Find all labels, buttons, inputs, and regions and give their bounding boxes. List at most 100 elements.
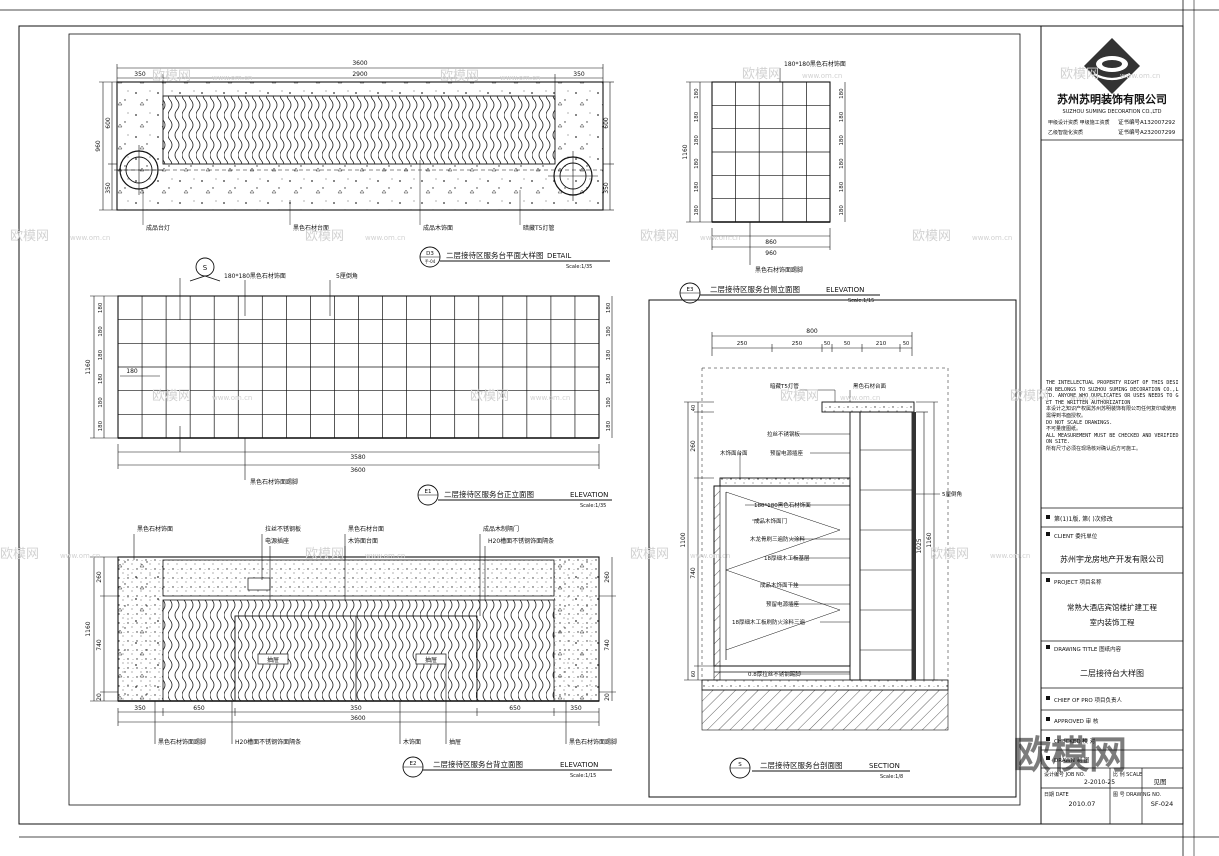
side-dim-left-total: 1160 (682, 144, 689, 159)
table-lamp-left-icon (114, 145, 164, 195)
section-dim-top-5: 210 (876, 341, 887, 347)
front-dim-bottom-1: 3580 (350, 454, 365, 461)
project-label: PROJECT 项目名称 (1054, 578, 1102, 586)
section-label-socket-2: 预留电源插座 (766, 600, 800, 608)
svg-text:E3: E3 (687, 287, 694, 293)
front-dim-left: 180 (98, 349, 104, 360)
back-title: 二层接待区服务台背立面图 (433, 759, 523, 769)
watermark-brand: 欧模网 (742, 67, 781, 82)
watermark-url: www.om.cn (212, 394, 252, 402)
plan-view: 3600 350 2900 350 960 600 350 600 350 成品… (95, 60, 614, 270)
watermark-url: www.om.cn (690, 552, 730, 560)
job-no: 2-2010-25 (1084, 779, 1115, 786)
company-logo (1084, 38, 1140, 94)
back-dim-left-3: 20 (96, 693, 103, 701)
front-label-corner: 5厘倒角 (336, 272, 358, 280)
notice-cn: 本设计之知识产权属苏州苏明装饰有限公司任何复印或使用需得到书面授权。 (1046, 406, 1177, 419)
front-title-badge: E1 (417, 484, 439, 506)
scale-value: 见图 (1154, 778, 1167, 786)
verify-cn: 所有尺寸必须在现场核对确认后方可施工。 (1046, 445, 1142, 452)
side-title: 二层接待区服务台侧立面图 (710, 284, 800, 294)
section-label-board: 18厚细木工板基层 (764, 554, 810, 562)
side-title-en: ELEVATION (826, 286, 864, 294)
front-dim-right: 180 (606, 420, 612, 431)
watermark-brand: 欧模网 (152, 69, 191, 84)
front-scale: Scale:1/35 (580, 503, 606, 509)
cert1-no: 证书编号A132007292 (1118, 118, 1175, 126)
back-dim-left-2: 740 (96, 639, 103, 651)
front-dim-left: 180 (98, 326, 104, 337)
section-label-tile: 180*180黑色石材饰面 (754, 501, 811, 509)
front-dim-left: 180 (98, 373, 104, 384)
side-dim-left: 180 (694, 181, 700, 192)
front-dim-inner: 180 (126, 368, 138, 375)
section-dim-left-total: 1100 (680, 532, 687, 547)
section-title: 二层接待区服务台剖面图 (760, 760, 843, 770)
front-dim-bottom-2: 3600 (350, 467, 365, 474)
front-dim-right: 180 (606, 397, 612, 408)
date-value: 2010.07 (1069, 800, 1096, 808)
watermark-url: www.om.cn (365, 552, 405, 560)
section-dim-right-2: 1160 (926, 532, 933, 547)
section-label-socket-1: 预留电源插座 (770, 449, 804, 457)
back-elevation: 抽屉 抽屉 黑色石材饰面 拉丝不锈钢板 (85, 525, 617, 779)
job-no-label: 设计编号 JOB NO. (1044, 771, 1085, 778)
section-dim-left-2: 260 (690, 440, 697, 452)
side-dim-right: 180 (839, 181, 845, 192)
watermark-brand: 欧模网 (630, 547, 669, 562)
back-top-label-6: 成品木制隔门 (483, 525, 519, 533)
side-scale: Scale:1/15 (848, 298, 874, 304)
back-dim-bottom-2: 650 (193, 705, 205, 712)
watermark-url: www.om.cn (1120, 72, 1160, 80)
back-top-label-2: 拉丝不锈钢板 (265, 525, 301, 533)
watermark-url: www.om.cn (972, 234, 1012, 242)
back-top-label-5: 木饰面台面 (348, 537, 378, 545)
back-dim-right-3: 20 (604, 693, 611, 701)
front-dim-left: 180 (98, 420, 104, 431)
side-dim-bottom-1: 860 (765, 239, 777, 246)
section-dim-top-4: 50 (844, 341, 850, 347)
back-dim-bottom-1: 350 (134, 705, 146, 712)
verify-en: ALL MEASUREMENT MUST BE CHECKED AND VERI… (1046, 432, 1179, 446)
plan-title-badge: D3 手-04 (419, 246, 441, 268)
side-top-label: 180*180黑色石材饰面 (784, 60, 846, 68)
watermark-url: www.om.cn (70, 234, 110, 242)
section-label-hang: 成品木饰面干挂 (760, 581, 799, 589)
plan-label-light: 暗藏T5灯管 (523, 224, 554, 232)
drawing-no: SF-024 (1151, 800, 1174, 808)
section-dim-top-3: 50 (824, 341, 830, 347)
section-label-fire: 18厚细木工板刷防火涂料三遍 (732, 618, 805, 626)
front-title: 二层接待区服务台正立面图 (444, 489, 534, 499)
section-dim-top-total: 800 (806, 328, 818, 335)
side-title-badge: E3 (679, 282, 701, 304)
side-dim-right: 180 (839, 111, 845, 122)
section-dim-top-6: 50 (903, 341, 909, 347)
plan-dim-left-2: 350 (105, 182, 112, 194)
watermark-url: www.om.cn (802, 72, 842, 80)
title-block: 苏州苏明装饰有限公司 SUZHOU SUMING DECORATION CO.,… (1041, 38, 1183, 824)
section-dim-left-3: 740 (690, 567, 697, 579)
back-dim-total: 3600 (350, 715, 365, 722)
cert1-label: 甲级设计资质 甲级施工资质 (1048, 119, 1110, 126)
front-bottom-label: 黑色石材饰面踢脚 (250, 478, 298, 486)
revision: 第(1)1版, 第( )次修改 (1054, 515, 1113, 523)
plan-dim-right-2: 350 (603, 182, 610, 194)
table-lamp-right-icon (548, 151, 598, 201)
watermark-brand: 欧模网 (470, 389, 509, 404)
side-dim-left: 180 (694, 205, 700, 216)
watermark-brand: 欧模网 (640, 229, 679, 244)
client-name: 苏州宇龙房地产开发有限公司 (1060, 554, 1164, 564)
section-view: 800 250 250 50 50 210 50 1100 40 260 740… (648, 299, 1017, 798)
scale-label: 比 例 SCALE (1113, 771, 1142, 778)
back-dim-bottom-5: 350 (570, 705, 582, 712)
watermark-brand: 欧模网 (305, 547, 344, 562)
side-dim-left: 180 (694, 88, 700, 99)
back-dim-bottom-3: 350 (350, 705, 362, 712)
watermark-url: www.om.cn (500, 74, 540, 82)
section-title-en: SECTION (869, 762, 900, 770)
section-label-corner: 5厘倒角 (942, 490, 962, 498)
watermark-url: www.om.cn (365, 234, 405, 242)
plan-dim-right-1: 600 (603, 117, 610, 129)
side-dim-left: 180 (694, 111, 700, 122)
